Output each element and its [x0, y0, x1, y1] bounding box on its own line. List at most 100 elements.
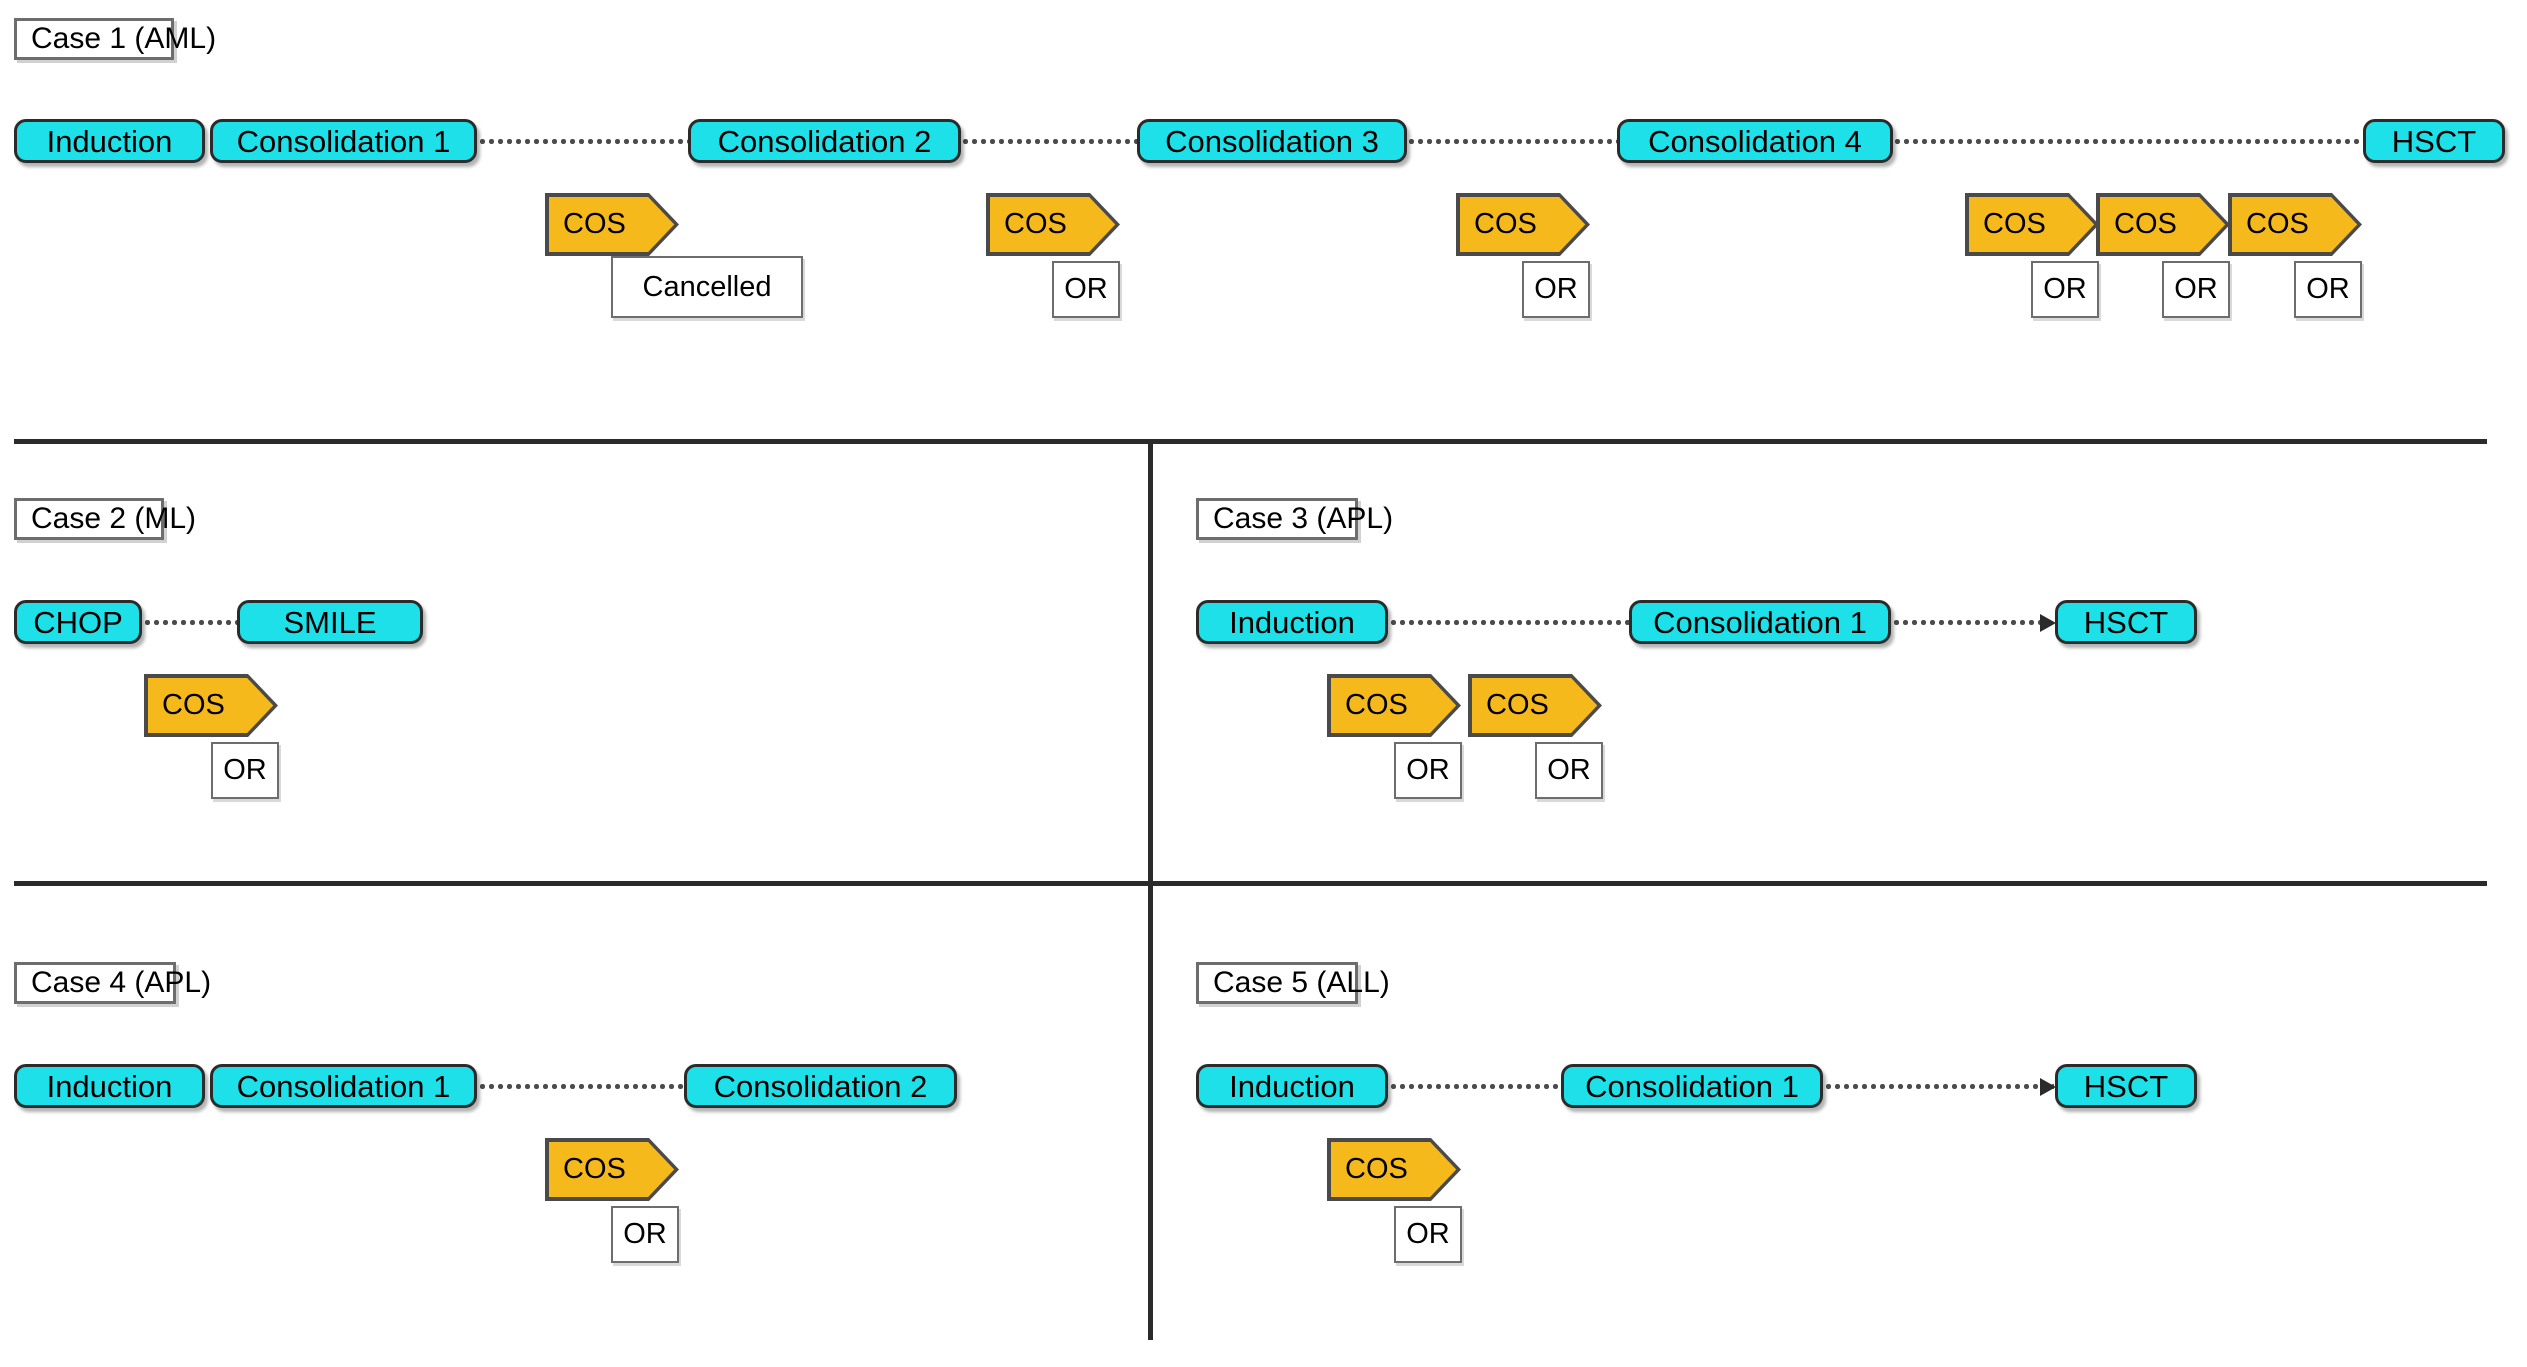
cos-arrow[interactable]: COS	[1327, 674, 1461, 737]
treatment-box[interactable]: CHOP	[14, 600, 142, 644]
case-title-case-3: Case 3 (APL)	[1196, 498, 1393, 540]
case-title-case-1: Case 1 (AML)	[14, 18, 216, 60]
treatment-box[interactable]: Consolidation 2	[684, 1064, 957, 1108]
treatment-box[interactable]: Consolidation 1	[1561, 1064, 1823, 1108]
case-title-text: Case 4 (APL)	[31, 966, 212, 999]
case-title-case-2: Case 2 (ML)	[14, 498, 196, 540]
treatment-box[interactable]: Consolidation 1	[1629, 600, 1891, 644]
horizontal-divider	[14, 439, 2487, 444]
case-title-case-4: Case 4 (APL)	[14, 962, 211, 1004]
note-label: OR	[2174, 273, 2218, 305]
dotted-connector	[143, 620, 237, 625]
treatment-box[interactable]: Induction	[14, 119, 205, 163]
dotted-connector	[478, 1084, 684, 1089]
or-note-box[interactable]: OR	[1535, 742, 1603, 799]
treatment-box[interactable]: Consolidation 2	[688, 119, 961, 163]
cos-arrow-label: COS	[2246, 208, 2309, 240]
or-note-box[interactable]: OR	[611, 1206, 679, 1263]
treatment-label: Induction	[46, 123, 173, 159]
note-label: OR	[1064, 273, 1108, 305]
cos-arrow[interactable]: COS	[1468, 674, 1602, 737]
note-label: OR	[2306, 273, 2350, 305]
treatment-label: Consolidation 4	[1648, 123, 1862, 159]
treatment-label: Induction	[1229, 1068, 1355, 1104]
treatment-label: Induction	[46, 1068, 173, 1104]
dotted-arrow-connector	[1824, 1077, 2056, 1096]
or-note-box[interactable]: OR	[2162, 261, 2230, 318]
vertical-divider	[1148, 439, 1153, 1340]
treatment-label: Consolidation 1	[1653, 604, 1867, 640]
treatment-box[interactable]: HSCT	[2055, 600, 2197, 644]
or-note-box[interactable]: OR	[1394, 742, 1462, 799]
note-label: OR	[623, 1218, 667, 1250]
cos-arrow-label: COS	[2114, 208, 2177, 240]
treatment-box[interactable]: HSCT	[2055, 1064, 2197, 1108]
or-note-box[interactable]: OR	[211, 742, 279, 799]
treatment-label: HSCT	[2083, 1068, 2169, 1104]
horizontal-divider	[14, 881, 2487, 886]
note-label: OR	[2043, 273, 2087, 305]
status-note-box[interactable]: Cancelled	[611, 256, 803, 318]
case-title-text: Case 2 (ML)	[31, 502, 197, 535]
or-note-box[interactable]: OR	[1522, 261, 1590, 318]
cos-arrow-label: COS	[563, 208, 626, 240]
cos-arrow[interactable]: COS	[986, 193, 1120, 256]
arrow-head-icon	[2040, 1077, 2056, 1096]
cos-arrow[interactable]: COS	[545, 193, 679, 256]
treatment-box[interactable]: Induction	[1196, 1064, 1388, 1108]
case-title-text: Case 5 (ALL)	[1213, 966, 1390, 999]
note-label: OR	[1406, 1218, 1450, 1250]
treatment-label: Consolidation 1	[236, 123, 451, 159]
note-label: OR	[1406, 754, 1450, 786]
treatment-label: SMILE	[283, 604, 377, 640]
dotted-connector	[478, 139, 688, 144]
treatment-box[interactable]: Consolidation 1	[210, 1064, 477, 1108]
cos-arrow[interactable]: COS	[1965, 193, 2099, 256]
dotted-connector	[1893, 139, 2363, 144]
cos-arrow[interactable]: COS	[144, 674, 278, 737]
cos-arrow-label: COS	[1474, 208, 1537, 240]
cos-arrow-label: COS	[162, 689, 225, 721]
cos-arrow[interactable]: COS	[2096, 193, 2230, 256]
cos-arrow-label: COS	[1983, 208, 2046, 240]
or-note-box[interactable]: OR	[2031, 261, 2099, 318]
treatment-box[interactable]: Consolidation 1	[210, 119, 477, 163]
treatment-box[interactable]: Induction	[1196, 600, 1388, 644]
treatment-label: HSCT	[2083, 604, 2169, 640]
cos-arrow-label: COS	[1345, 689, 1408, 721]
arrow-head-icon	[2040, 613, 2056, 632]
dotted-connector	[1407, 139, 1617, 144]
note-label: OR	[1547, 754, 1591, 786]
dotted-connector	[1389, 620, 1629, 625]
treatment-box[interactable]: SMILE	[237, 600, 423, 644]
cos-arrow[interactable]: COS	[545, 1138, 679, 1201]
cos-arrow[interactable]: COS	[1327, 1138, 1461, 1201]
treatment-box[interactable]: Consolidation 4	[1617, 119, 1893, 163]
cos-arrow-label: COS	[1004, 208, 1067, 240]
treatment-label: Induction	[1229, 604, 1355, 640]
treatment-label: Consolidation 2	[717, 123, 932, 159]
dotted-connector	[961, 139, 1137, 144]
treatment-label: CHOP	[33, 604, 123, 640]
treatment-label: Consolidation 3	[1165, 123, 1379, 159]
note-label: OR	[223, 754, 267, 786]
or-note-box[interactable]: OR	[1394, 1206, 1462, 1263]
cos-arrow-label: COS	[1486, 689, 1549, 721]
case-title-case-5: Case 5 (ALL)	[1196, 962, 1390, 1004]
treatment-label: Consolidation 1	[236, 1068, 451, 1104]
or-note-box[interactable]: OR	[1052, 261, 1120, 318]
cos-arrow-label: COS	[1345, 1153, 1408, 1185]
case-title-text: Case 1 (AML)	[31, 22, 217, 55]
case-title-text: Case 3 (APL)	[1213, 502, 1394, 535]
cos-arrow[interactable]: COS	[2228, 193, 2362, 256]
treatment-box[interactable]: HSCT	[2363, 119, 2505, 163]
dotted-arrow-connector	[1892, 613, 2056, 632]
treatment-box[interactable]: Induction	[14, 1064, 205, 1108]
or-note-box[interactable]: OR	[2294, 261, 2362, 318]
cos-arrow-label: COS	[563, 1153, 626, 1185]
treatment-box[interactable]: Consolidation 3	[1137, 119, 1407, 163]
dotted-connector	[1389, 1084, 1561, 1089]
cos-arrow[interactable]: COS	[1456, 193, 1590, 256]
treatment-label: HSCT	[2391, 123, 2477, 159]
